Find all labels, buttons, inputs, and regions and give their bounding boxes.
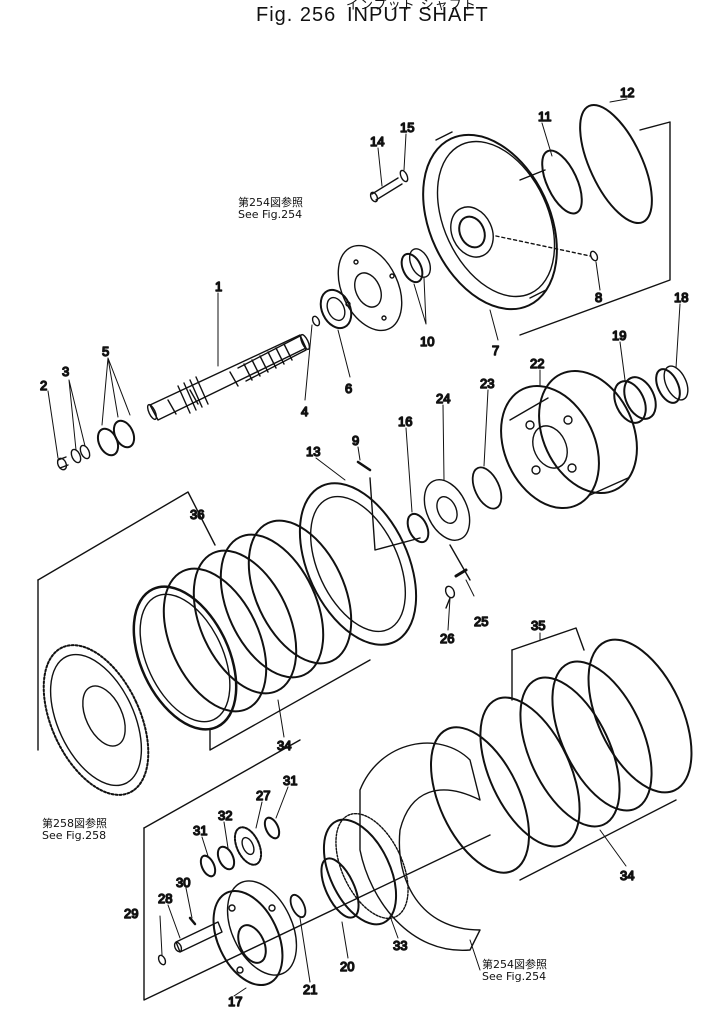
callout-33: 33	[393, 938, 407, 953]
plug-bolt-part	[444, 585, 456, 609]
callout-7: 7	[492, 343, 499, 358]
snap-ring-part	[289, 893, 307, 919]
reference-en: See Fig.254	[238, 208, 303, 221]
pin-part	[356, 460, 372, 472]
retainer-plate-part	[423, 479, 471, 541]
oil-seal-part	[400, 248, 432, 284]
callout-34-upper: 34	[277, 738, 291, 753]
reference-en: See Fig.258	[42, 829, 107, 842]
ring-gear-part	[322, 812, 409, 926]
input-shaft-part	[146, 333, 311, 421]
callout-5: 5	[102, 344, 109, 359]
callout-23: 23	[480, 376, 494, 391]
assembly-bracket-line	[511, 627, 585, 651]
assembly-bracket-line	[143, 739, 301, 829]
callout-1: 1	[215, 279, 222, 294]
callout-27: 27	[256, 788, 270, 803]
callout-20: 20	[340, 959, 354, 974]
assembly-bracket-line	[519, 121, 671, 336]
figure-number: Fig. 256	[256, 4, 337, 26]
roller-bearing-part	[613, 376, 657, 424]
thrust-washer-part	[199, 854, 217, 878]
callout-12: 12	[620, 85, 634, 100]
callout-31-right: 31	[283, 773, 297, 788]
callout-24: 24	[436, 391, 450, 406]
bearing-race-part	[655, 365, 689, 404]
thrust-washer-part	[263, 816, 281, 840]
seal-part	[406, 512, 430, 544]
housing-part	[422, 131, 558, 311]
callout-numbers: 1 2 3 4 5 6 7 8 9 10 11 12 13 14 15 16 1…	[39, 84, 689, 1009]
callout-22: 22	[530, 356, 544, 371]
callout-13: 13	[306, 444, 320, 459]
carrier-part	[212, 880, 298, 987]
reference-jp: 第254図参照	[238, 196, 303, 209]
callout-34-lower: 34	[620, 868, 634, 883]
assembly-bracket-line	[519, 799, 677, 881]
assembly-bracket-line	[143, 827, 491, 1001]
see-fig-258-reference: 第258図参照 See Fig.258	[42, 818, 107, 842]
callout-32: 32	[218, 808, 232, 823]
clutch-plates-part	[430, 638, 693, 874]
reference-en: See Fig.254	[482, 970, 547, 983]
callout-3: 3	[62, 364, 69, 379]
callout-17: 17	[228, 994, 242, 1009]
pinion-gear-part	[233, 826, 263, 866]
o-ring-part	[541, 149, 583, 215]
assembly-bracket-line	[37, 491, 216, 581]
callout-21: 21	[303, 982, 317, 997]
clutch-housing-plate-part	[298, 482, 418, 646]
title-japanese: インプット シャフト	[346, 0, 477, 13]
callout-31-left: 31	[193, 823, 207, 838]
ring-gear-drum-part	[500, 369, 638, 510]
pin-part	[188, 916, 197, 926]
see-fig-254-reference-bottom: 第254図参照 See Fig.254	[482, 959, 547, 983]
seal-ring-part	[96, 419, 136, 457]
snap-ring-part	[471, 466, 503, 510]
callout-26: 26	[440, 631, 454, 646]
figure-title: INPUT SHAFT	[347, 4, 489, 26]
callout-25: 25	[474, 614, 488, 629]
callout-8: 8	[595, 290, 602, 305]
snap-ring-part	[320, 857, 360, 919]
callout-18: 18	[674, 290, 688, 305]
snap-ring-part	[311, 315, 321, 327]
clutch-pack-part	[132, 519, 353, 731]
leader-line	[369, 477, 471, 581]
bolt-part	[369, 169, 409, 203]
reference-jp: 第254図参照	[482, 958, 547, 971]
see-fig-254-reference-top: 第254図参照 See Fig.254	[238, 197, 303, 221]
piston-housing-part	[359, 742, 481, 951]
callout-6: 6	[345, 381, 352, 396]
callout-10: 10	[420, 334, 434, 349]
callout-14: 14	[370, 134, 384, 149]
plug-part	[495, 235, 599, 262]
nut-part	[56, 456, 69, 471]
callout-2: 2	[40, 378, 47, 393]
cover-flange-part	[337, 244, 403, 332]
bearing-part	[319, 288, 353, 330]
callout-11: 11	[538, 109, 552, 124]
needle-bearing-part	[216, 845, 236, 871]
assembly-bracket-line	[209, 659, 371, 751]
callout-29: 29	[124, 906, 138, 921]
large-o-ring-part	[579, 103, 653, 225]
callout-16: 16	[398, 414, 412, 429]
leader-lines	[47, 98, 681, 997]
plug-part	[157, 954, 167, 966]
callout-9: 9	[352, 433, 359, 448]
reference-jp: 第258図参照	[42, 817, 107, 830]
callout-30: 30	[176, 875, 190, 890]
callout-19: 19	[612, 328, 626, 343]
callout-28: 28	[158, 891, 172, 906]
callout-4: 4	[301, 404, 308, 419]
gear-part	[42, 644, 150, 796]
callout-15: 15	[400, 120, 414, 135]
callout-35: 35	[531, 618, 545, 633]
callout-36: 36	[190, 507, 204, 522]
pinion-shaft-part	[173, 921, 223, 953]
washer-part	[70, 444, 91, 464]
